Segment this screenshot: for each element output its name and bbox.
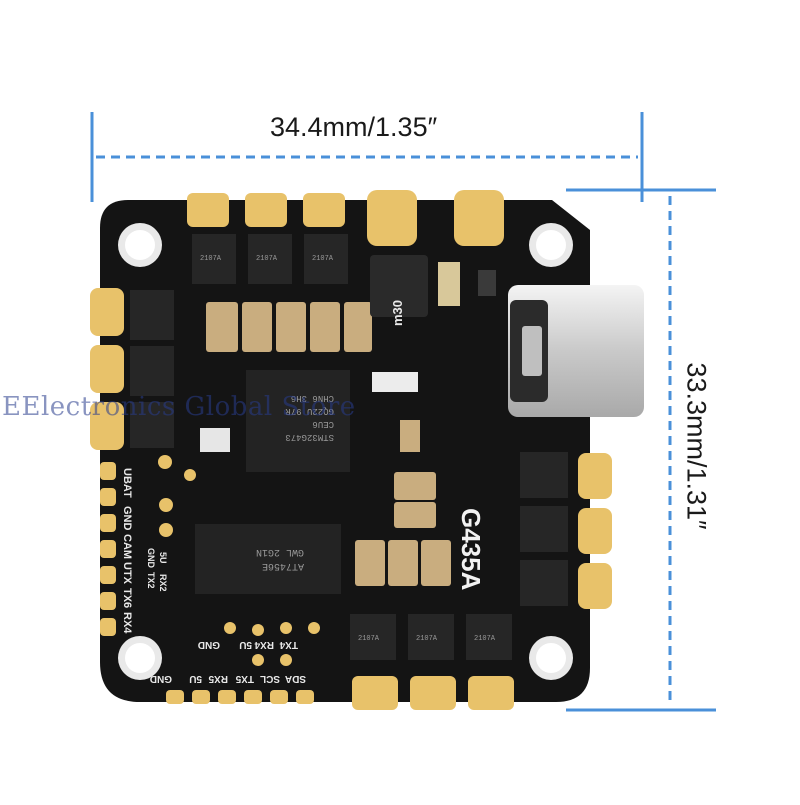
pin-label: TX5 — [235, 673, 254, 684]
left-edge-silkscreen: UBAT GND CAM UTX TX6 RX4 — [121, 468, 133, 634]
pin-label: TX2 — [146, 572, 156, 589]
inner-bottom-silkscreen: TX4 RX4 5U GND — [198, 639, 298, 650]
mosfet-marking: 2107A — [312, 255, 334, 263]
right-solder-pads — [578, 453, 612, 609]
capacitor-cluster — [355, 472, 451, 586]
led — [400, 420, 420, 452]
pin-label: RX2 — [158, 574, 168, 592]
width-dimension-line — [90, 112, 644, 202]
height-dimension-label: 33.3mm/1.31″ — [681, 362, 712, 530]
mosfet-marking: 2107A — [358, 635, 380, 643]
pin-label: GND — [198, 639, 220, 650]
bottom-solder-pads — [352, 676, 514, 710]
osd-line: GWL 2G1N — [256, 546, 304, 557]
pin-label: GND — [121, 506, 133, 531]
left-small-silkscreen: GND 5U TX2 RX2 — [146, 548, 168, 592]
mcu-line: STM32G473 — [285, 432, 334, 442]
mcu-line: CEU6 — [312, 419, 334, 429]
mosfet-marking: 2107A — [256, 255, 278, 263]
usb-c-port-icon — [508, 285, 644, 417]
crystal — [372, 372, 418, 392]
mcu-line: CHN6 3H6 — [291, 393, 334, 403]
pin-label: UTX — [121, 562, 133, 585]
mosfet-chips-right — [520, 452, 568, 606]
mosfet-chips-bottom: 2107A 2107A 2107A — [350, 614, 512, 660]
width-dimension-label: 34.4mm/1.35″ — [270, 112, 438, 142]
pin-label: RX5 — [208, 673, 228, 684]
osd-chip — [195, 524, 341, 594]
mcu-chip — [246, 370, 350, 472]
pin-label: 5U — [239, 639, 252, 650]
board-model-name: G435A — [456, 508, 486, 591]
pin-label: CAM — [121, 534, 133, 559]
mcu-line: GQ22U 97R — [285, 406, 334, 416]
left-signal-pads — [100, 462, 116, 636]
pin-label: GND — [146, 548, 156, 569]
smd-part — [478, 270, 496, 296]
mosfet-chips-left — [130, 290, 174, 448]
top-solder-pads — [187, 190, 504, 246]
pin-label: TX6 — [121, 588, 133, 608]
capacitor-row — [206, 302, 372, 352]
solder-dots — [158, 455, 320, 666]
mounting-hole-icon — [118, 223, 573, 680]
pin-label: UBAT — [121, 468, 133, 498]
left-solder-pads — [90, 288, 124, 450]
bottom-edge-silkscreen: SDA SCL TX5 RX5 5U GND — [150, 673, 306, 684]
pin-label: 5U — [158, 552, 168, 564]
inductor — [370, 255, 428, 317]
pin-label: SCL — [260, 673, 280, 684]
pin-label: GND — [150, 673, 172, 684]
osd-line: AT7456E — [262, 560, 304, 571]
pin-label: RX4 — [121, 612, 133, 634]
resistor — [200, 428, 230, 452]
mosfet-marking: 2107A — [416, 635, 438, 643]
bottom-signal-pads — [166, 690, 314, 704]
pin-label: SDA — [285, 673, 306, 684]
pin-label: 5U — [189, 673, 202, 684]
pin-label: RX4 — [254, 639, 274, 650]
mosfet-marking: 2107A — [474, 635, 496, 643]
mosfet-chips-top: 2107A 2107A 2107A — [192, 234, 348, 284]
inductor-mark: m30 — [390, 300, 405, 326]
pin-label: TX4 — [279, 639, 298, 650]
store-watermark: EElectronics Global Store — [2, 392, 356, 422]
smd-part — [438, 262, 460, 306]
height-dimension-line — [566, 188, 716, 712]
mosfet-marking: 2107A — [200, 255, 222, 263]
